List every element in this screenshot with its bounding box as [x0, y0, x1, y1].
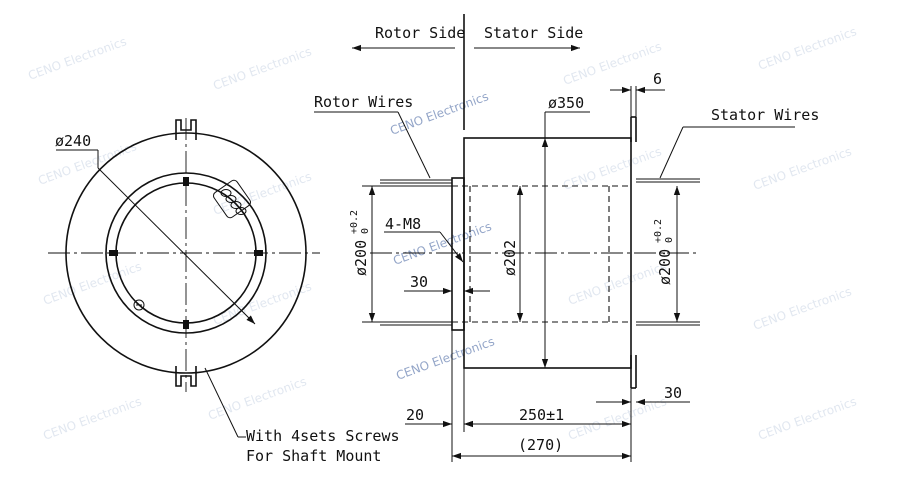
- dimension-250-label: 250±1: [519, 406, 564, 424]
- diameter-200-right-label: ø200: [656, 249, 674, 285]
- dimension-20-label: 20: [406, 406, 424, 424]
- watermark: CENO Electronics: [566, 259, 668, 308]
- tolerance-lower-right: 0: [664, 237, 675, 243]
- dimension-6-label: 6: [653, 70, 662, 88]
- watermark: CENO Electronics: [41, 259, 143, 308]
- watermark: CENO Electronics: [41, 394, 143, 443]
- watermark: CENO Electronics: [751, 284, 853, 333]
- screws-note-line1: With 4sets Screws: [246, 427, 400, 445]
- diameter-240-label: ø240: [55, 132, 91, 150]
- watermark-layer: CENO Electronics CENO Electronics CENO E…: [26, 24, 858, 443]
- diameter-202-label: ø202: [501, 240, 519, 276]
- watermark: CENO Electronics: [211, 279, 313, 328]
- watermark: CENO Electronics: [206, 374, 308, 423]
- front-view: [48, 118, 320, 438]
- dimension-270-label: (270): [518, 436, 563, 454]
- watermark: CENO Electronics: [756, 394, 858, 443]
- dimension-30-right-label: 30: [664, 384, 682, 402]
- watermark: CENO Electronics: [211, 44, 313, 93]
- stator-side-label: Stator Side: [484, 24, 583, 42]
- side-view: [314, 14, 795, 462]
- dimension-30-left-label: 30: [410, 273, 428, 291]
- tolerance-upper-right: +0.2: [653, 219, 664, 243]
- m8-holes-label: 4-M8: [385, 215, 421, 233]
- watermark: CENO Electronics: [756, 24, 858, 73]
- watermark: CENO Electronics: [26, 34, 128, 83]
- connector-pins: [212, 179, 252, 219]
- rotor-wires-label: Rotor Wires: [314, 93, 413, 111]
- screws-note-line2: For Shaft Mount: [246, 447, 381, 465]
- diameter-200-left-label: ø200: [352, 240, 370, 276]
- watermark: CENO Electronics: [751, 144, 853, 193]
- watermark: CENO Electronics: [394, 334, 496, 383]
- tolerance-lower-left: 0: [360, 228, 371, 234]
- tolerance-upper-left: +0.2: [349, 210, 360, 234]
- stator-wires-label: Stator Wires: [711, 106, 819, 124]
- rotor-side-label: Rotor Side: [375, 24, 465, 42]
- diameter-350-label: ø350: [548, 94, 584, 112]
- watermark: CENO Electronics: [561, 39, 663, 88]
